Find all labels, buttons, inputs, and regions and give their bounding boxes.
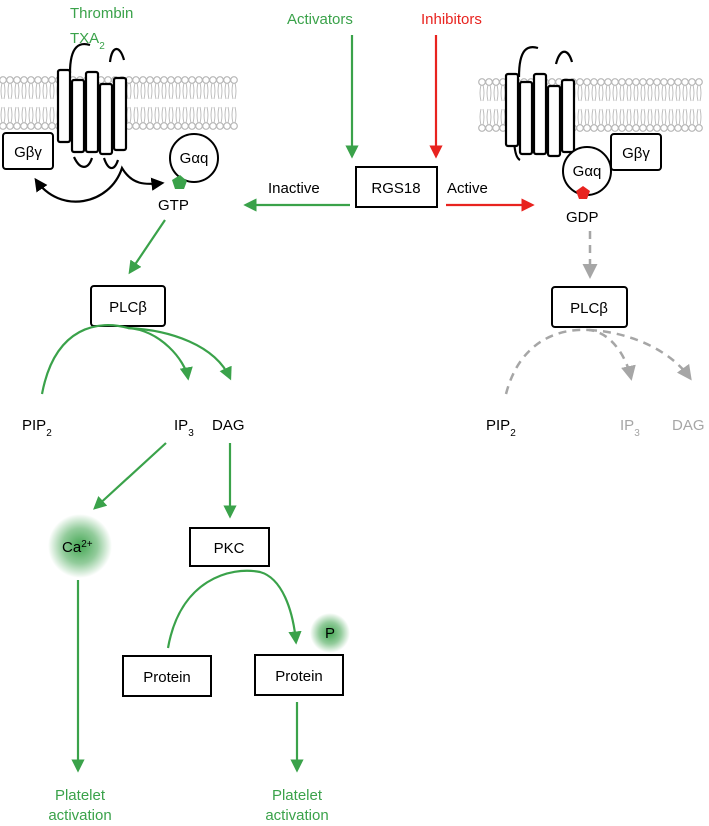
ip3-to-ca-arrow [93, 442, 167, 510]
rgs18-box: RGS18 [355, 166, 438, 208]
gbg-box-right: Gβγ [610, 133, 662, 171]
ip3-label-right: IP3 [620, 417, 640, 439]
pip2-label-right: PIP2 [486, 417, 516, 439]
plc-to-dag-arrow-right [588, 328, 692, 381]
dag-label-right: DAG [672, 417, 705, 434]
active-label: Active [447, 180, 488, 197]
pkc-box: PKC [189, 527, 270, 567]
gaq-label-left: Gαq [180, 150, 209, 167]
pip2-to-ip3-arrow-right [504, 328, 636, 395]
gbg-label-left: Gβγ [14, 144, 42, 161]
gpcr-receptor-right [504, 46, 576, 161]
txa2-label: TXA2 [70, 30, 105, 52]
gtp-label: GTP [158, 197, 189, 214]
thrombin-label: Thrombin [70, 5, 133, 22]
inhibitors-label: Inhibitors [421, 11, 482, 28]
calcium-label: Ca2+ [62, 539, 93, 557]
gpcr-receptor-left [56, 43, 128, 170]
dag-label-left: DAG [212, 417, 245, 434]
phospho-protein-box: Protein [254, 654, 344, 696]
inactive-label: Inactive [268, 180, 320, 197]
plc-label-left: PLCβ [109, 299, 147, 316]
protein-box: Protein [122, 655, 212, 697]
pip2-to-ip3-arrow [40, 324, 193, 395]
gaq-circle-left: Gαq [169, 133, 219, 183]
gaq-label-right: Gαq [573, 163, 602, 180]
phosphate-glow [310, 613, 350, 653]
gaq-to-plc-arrow [128, 219, 166, 275]
protein-label: Protein [143, 669, 191, 686]
plc-to-dag-arrow [127, 326, 232, 381]
gdp-label: GDP [566, 209, 599, 226]
phospho-protein-label: Protein [275, 668, 323, 685]
subunit-dissociation-arrow [34, 165, 165, 203]
plc-label-right: PLCβ [570, 300, 608, 317]
phosphate-label: P [325, 625, 335, 642]
gaq-circle-right: Gαq [562, 146, 612, 196]
ip3-label-left: IP3 [174, 417, 194, 439]
rgs18-label: RGS18 [371, 180, 420, 197]
gbg-box-left: Gβγ [2, 132, 54, 170]
pip2-label-left: PIP2 [22, 417, 52, 439]
pkc-phosphorylation-arrow [166, 569, 302, 649]
calcium-glow [48, 514, 112, 578]
gbg-label-right: Gβγ [622, 145, 650, 162]
gtp-marker [172, 175, 187, 189]
pkc-label: PKC [214, 540, 245, 557]
plc-box-left: PLCβ [90, 285, 166, 327]
gdp-marker [576, 186, 590, 199]
plc-box-right: PLCβ [551, 286, 628, 328]
activators-label: Activators [287, 11, 353, 28]
